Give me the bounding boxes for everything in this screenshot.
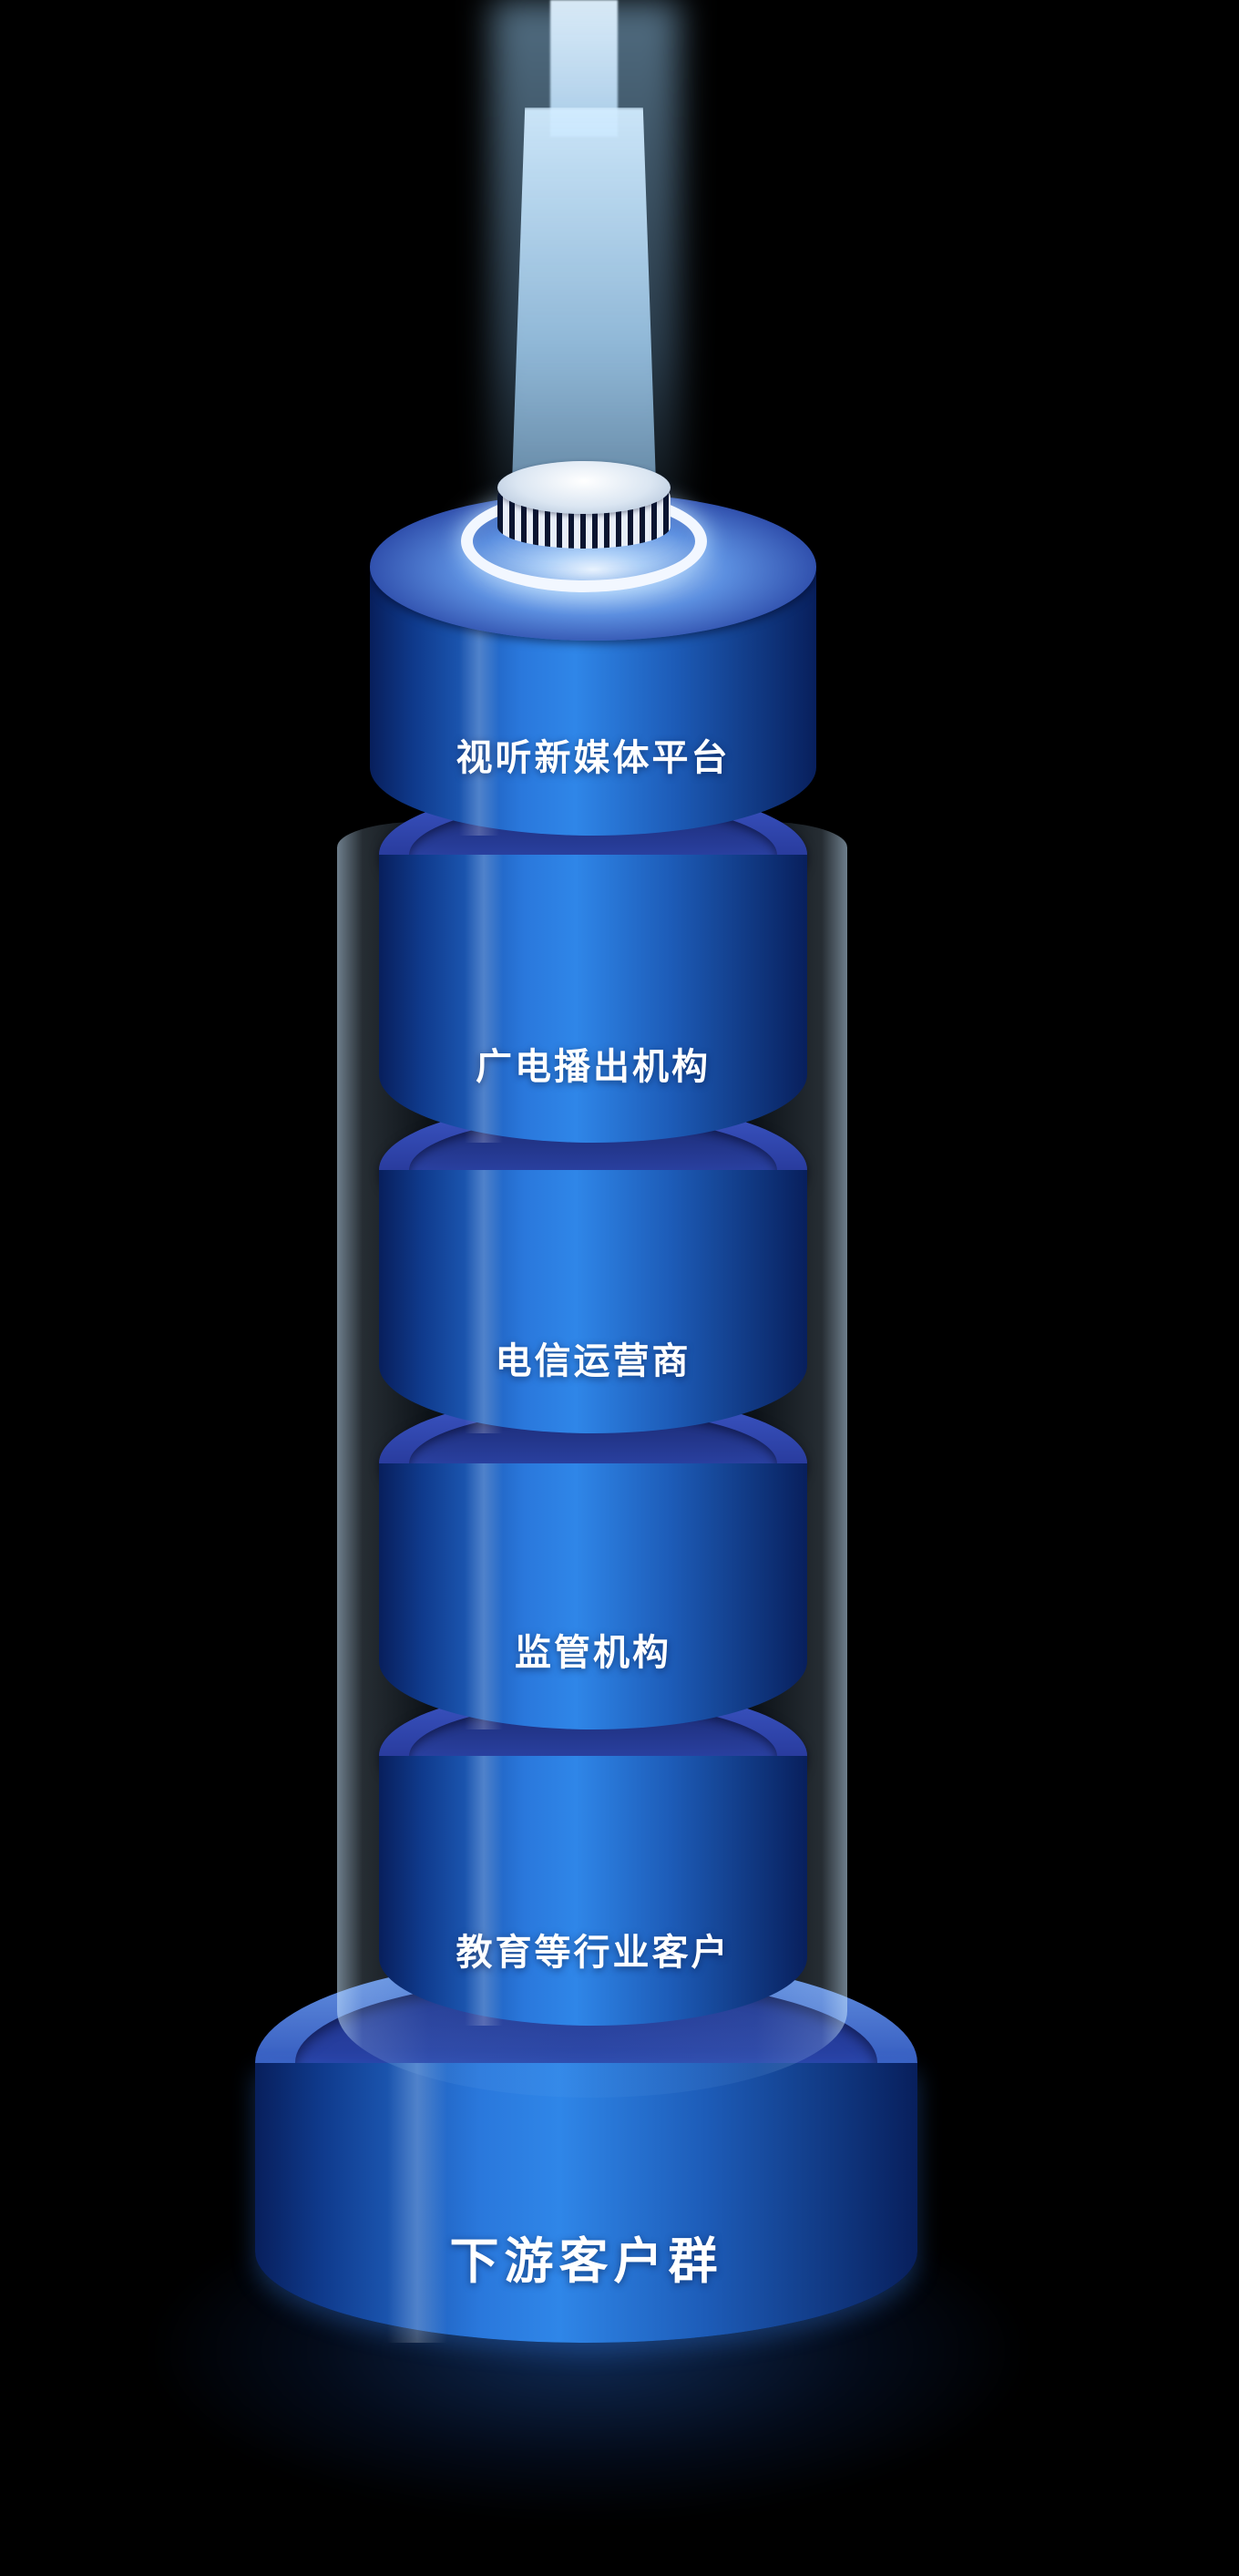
cylinder-body bbox=[379, 1170, 807, 1433]
cylinder-label: 教育等行业客户 bbox=[456, 1933, 731, 1973]
pedestal-body bbox=[255, 2063, 917, 2343]
cylinder-label: 电信运营商 bbox=[495, 1341, 691, 1381]
cylinder-body bbox=[379, 1756, 807, 2026]
cylinder-body bbox=[379, 1463, 807, 1729]
cylinder-label: 监管机构 bbox=[515, 1633, 671, 1673]
cap-top-face bbox=[497, 461, 671, 514]
cylinder-label: 视听新媒体平台 bbox=[456, 738, 731, 778]
cylinder-label: 广电播出机构 bbox=[476, 1047, 711, 1087]
cylinder-body bbox=[379, 855, 807, 1143]
cylinder-telecom-operators: 电信运营商 bbox=[379, 1102, 807, 1521]
cylinder-media-platform: 视听新媒体平台 bbox=[370, 493, 816, 912]
ribbed-cap bbox=[497, 461, 671, 570]
pedestal-label: 下游客户群 bbox=[449, 2234, 723, 2289]
